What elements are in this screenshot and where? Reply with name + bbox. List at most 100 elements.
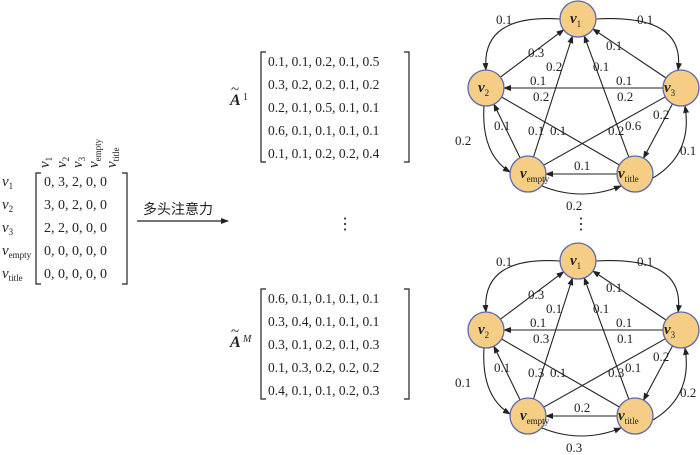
edge-weight-label: 0.3 (528, 365, 544, 380)
svg-text:~: ~ (231, 82, 239, 98)
ellipsis-matrices: ⋮ (337, 216, 353, 233)
node-circle (467, 69, 505, 107)
matrix-row: 0, 3, 2, 0, 0 (44, 175, 107, 190)
edge-v3-to-vtitle (541, 185, 622, 195)
edge-v2-to-v1 (500, 271, 565, 320)
edge-v3-to-vempty (543, 96, 666, 166)
edge-vtitle-to-v1 (583, 276, 630, 400)
node-label: v2 (478, 322, 489, 340)
edge-v2-to-v3 (483, 347, 511, 415)
edge-weight-label: 0.1 (530, 73, 546, 88)
matrix-row: 0, 0, 0, 0, 0 (44, 267, 107, 282)
col-label-vempty: vempty (86, 138, 103, 168)
edge-weight-label: 0.3 (528, 287, 544, 302)
edge-v3-to-vtitle (541, 427, 622, 437)
edge-weight-label: 0.1 (637, 12, 653, 27)
node-label: v3 (664, 322, 676, 340)
attention-matrix-head-1: A ~ 1 0.1, 0.1, 0.2, 0.1, 0.5 0.3, 0.2, … (229, 51, 410, 163)
edge-weight-label: 0.1 (680, 143, 696, 158)
node-label: vempty (520, 408, 550, 426)
column-labels: v1 v2 v3 vempty vtitle (37, 138, 121, 168)
edge-weight-label: 0.2 (608, 123, 624, 138)
node-v1: v1 (559, 0, 597, 38)
edge-weight-label: 0.1 (606, 280, 622, 295)
edge-weight-label: 0.1 (496, 12, 512, 27)
node-circle (662, 311, 700, 349)
col-label-v3: v3 (70, 156, 87, 168)
ellipsis-graphs: ⋮ (573, 216, 589, 233)
node-label: v2 (478, 80, 489, 98)
node-vempty: v3 (662, 69, 700, 107)
row-label-vtitle: vtitle (2, 266, 23, 283)
edge-vempty-to-vtitle (643, 103, 673, 160)
matrix-row: 0, 0, 0, 0, 0 (44, 244, 107, 259)
edge-v2-to-vtitle (501, 96, 620, 166)
edge-weight-label: 0.1 (550, 365, 566, 380)
node-circle (559, 242, 597, 280)
node-circle (616, 397, 654, 435)
edge-weight-label: 0.2 (680, 385, 696, 400)
right-bracket (404, 51, 410, 163)
edge-v1-to-v2 (482, 260, 561, 313)
edge-weight-label: 0.1 (494, 118, 510, 133)
row-label-v1: v1 (2, 174, 13, 191)
edge-weight-label: 0.2 (653, 107, 669, 122)
col-label-vtitle: vtitle (104, 147, 121, 168)
edge-weight-label: 0.1 (593, 59, 609, 74)
svg-text:A: A (229, 334, 241, 351)
node-vtitle: vtitle (616, 397, 654, 435)
edge-v3-to-v2 (493, 103, 521, 159)
matrix-row: 0.1, 0.1, 0.2, 0.2, 0.4 (268, 146, 380, 161)
node-label: v3 (664, 80, 676, 98)
row-label-v2: v2 (2, 197, 13, 214)
edge-weight-label: 0.6 (625, 118, 642, 133)
node-circle (559, 0, 597, 38)
edge-weight-label: 0.2 (533, 89, 549, 104)
node-circle (616, 155, 654, 193)
edge-v1-to-v2 (482, 18, 561, 71)
edge-weight-label: 0.1 (455, 375, 471, 390)
arrow-label: 多头注意力 (143, 201, 213, 218)
col-label-v1: v1 (37, 157, 54, 168)
svg-text:M: M (242, 334, 252, 345)
edge-vtitle-to-vempty (652, 347, 690, 421)
edge-v3-to-vempty (543, 338, 666, 408)
matrix-row: 0.6, 0.1, 0.1, 0.1, 0.1 (268, 291, 379, 306)
matrix-row: 0.3, 0.4, 0.1, 0.1, 0.1 (268, 314, 379, 329)
matrix-row: 0.3, 0.2, 0.2, 0.1, 0.2 (268, 77, 379, 92)
right-bracket (122, 172, 128, 285)
matrix-row: 3, 0, 2, 0, 0 (44, 198, 107, 213)
edge-vtitle-to-v1 (583, 34, 630, 158)
edge-weight-label: 0.2 (617, 89, 633, 104)
edge-weight-label: 0.1 (528, 123, 544, 138)
row-labels: v1 v2 v3 vempty vtitle (2, 174, 32, 283)
node-label: vempty (520, 166, 550, 184)
edge-weight-label: 0.2 (566, 198, 582, 213)
edge-weight-label: 0.1 (616, 315, 632, 330)
edge-vempty-to-vtitle (643, 345, 673, 402)
node-circle (467, 311, 505, 349)
edge-weight-label: 0.1 (617, 331, 633, 346)
row-label-v3: v3 (2, 220, 14, 237)
edge-weight-label: 0.1 (625, 360, 641, 375)
edge-weight-label: 0.1 (530, 315, 546, 330)
matrix-row: 2, 2, 0, 0, 0 (44, 221, 107, 236)
svg-text:A: A (229, 92, 241, 109)
edge-weight-label: 0.1 (496, 254, 512, 269)
edge-v1-to-vempty (595, 18, 682, 71)
node-v2: v2 (467, 69, 505, 107)
node-v3: vempty (509, 155, 550, 193)
edge-weight-label: 0.2 (546, 59, 562, 74)
edge-v3-to-v1 (533, 277, 574, 400)
node-vempty: v3 (662, 311, 700, 349)
row-label-vempty: vempty (2, 243, 32, 260)
node-circle (509, 155, 547, 193)
matrix-row: 0.1, 0.1, 0.2, 0.1, 0.5 (268, 54, 380, 69)
edge-v2-to-v1 (500, 29, 565, 78)
matrix-row: 0.6, 0.1, 0.1, 0.1, 0.1 (268, 123, 379, 138)
matrix-symbol: A ~ 1 (229, 82, 248, 109)
matrix-row: 0.2, 0.1, 0.5, 0.1, 0.1 (268, 100, 379, 115)
edge-weight-label: 0.1 (546, 301, 562, 316)
node-label: v1 (570, 11, 581, 29)
